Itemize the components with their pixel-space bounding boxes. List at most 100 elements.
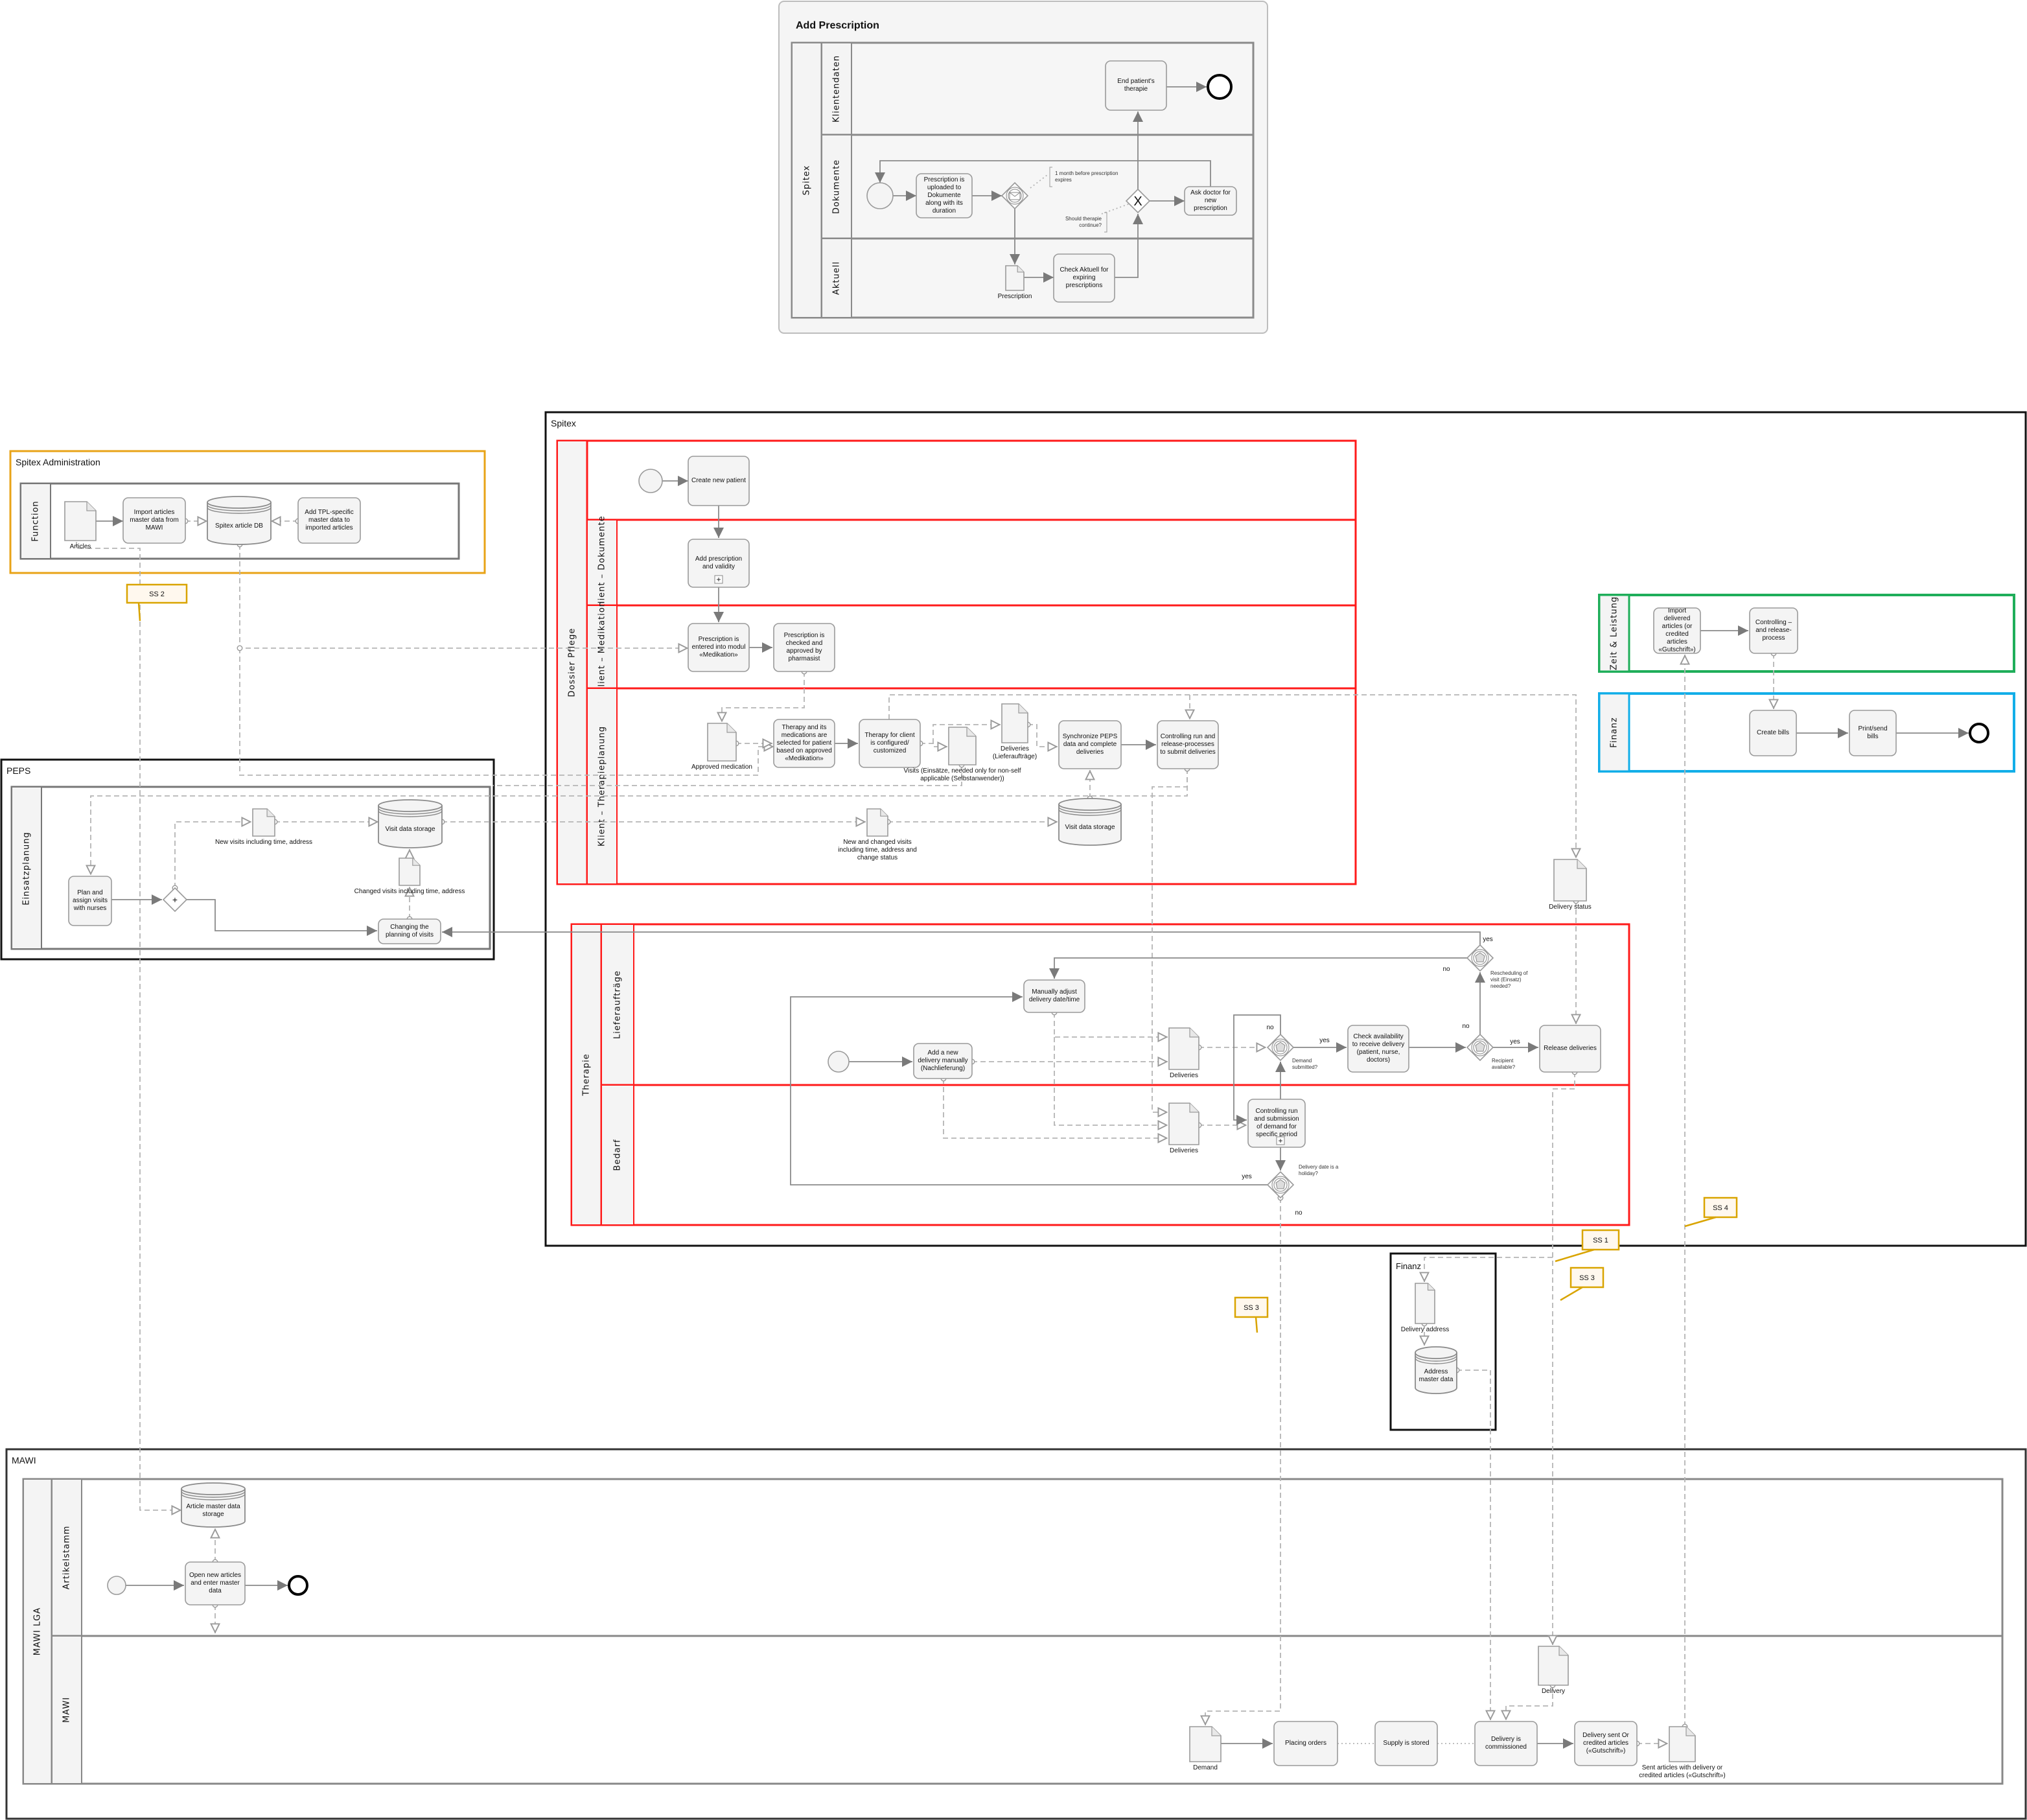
address-master-data-db[interactable]: Address master data <box>1415 1346 1457 1394</box>
deliveries-lower-document[interactable]: Deliveries <box>1158 1102 1210 1172</box>
open-articles-task[interactable]: Open new articles and enter master data <box>185 1561 246 1605</box>
dossier-start-event[interactable] <box>638 469 663 493</box>
zeit-controlling-task-text-area: Controlling – and release-process <box>1755 619 1792 642</box>
add-delivery-task[interactable]: Add a new delivery manually (Nachlieferu… <box>913 1043 973 1079</box>
database-rings <box>1415 1355 1457 1364</box>
open-articles-task-label: Open new articles and enter master data <box>189 1572 242 1594</box>
ask-doctor-task[interactable]: Ask doctor for new prescription <box>1184 186 1237 216</box>
manual-adjust-task[interactable]: Manually adjust delivery date/time <box>1023 979 1085 1013</box>
create-patient-task[interactable]: Create new patient <box>688 456 750 506</box>
address-master-data-db-text-area: Address master data <box>1419 1368 1454 1383</box>
prescription-entered-task[interactable]: Prescription is entered into modul «Medi… <box>688 623 750 672</box>
demand-document[interactable]: Demand <box>1179 1726 1231 1789</box>
recipient-available-gateway[interactable] <box>1466 1033 1494 1062</box>
finanz-end-event[interactable] <box>1969 723 1989 743</box>
envelope-flap <box>1009 192 1021 197</box>
therapie-lane-header-1 <box>601 1084 634 1226</box>
spitex-visit-data-storage[interactable]: Visit data storage <box>1058 798 1122 846</box>
demand-submitted-gateway[interactable] <box>1266 1033 1295 1062</box>
lane-label-zeit-leistung: Zeit & Leistung <box>1610 596 1619 670</box>
delivery-address-document[interactable]: Delivery address <box>1393 1283 1457 1351</box>
therapy-selected-task-label: Therapy and its medications are selected… <box>776 724 832 762</box>
article-master-data-storage[interactable]: Article master data storage <box>181 1482 246 1528</box>
sequence-flow <box>932 725 1001 743</box>
prescription-uploaded-task[interactable]: Prescription is uploaded to Dokumente al… <box>916 173 973 218</box>
therapy-configured-task[interactable]: Therapy for client is configured/ custom… <box>859 719 921 768</box>
import-delivered-task[interactable]: Import delivered articles (or credited a… <box>1653 607 1701 654</box>
pentagon-icon <box>1475 952 1485 962</box>
parallel-gateway[interactable]: + <box>162 887 188 913</box>
holiday-gateway[interactable] <box>1266 1171 1295 1199</box>
placing-orders-task[interactable]: Placing orders <box>1273 1721 1338 1766</box>
changed-visits-document[interactable]: Changed visits including time, address <box>351 858 468 913</box>
therapy-selected-task[interactable]: Therapy and its medications are selected… <box>773 719 835 768</box>
delivery-status-document[interactable]: Delivery status <box>1535 859 1606 928</box>
check-availability-task-label: Check availability to receive delivery (… <box>1352 1033 1405 1064</box>
delivery-document[interactable]: Delivery <box>1527 1646 1579 1712</box>
sequence-flow <box>1048 957 1467 979</box>
event-based-gateway[interactable] <box>1001 181 1029 210</box>
changing-planning-task-label: Changing the planning of visits <box>386 924 434 939</box>
sync-peps-task[interactable]: Synchronize PEPS data and complete deliv… <box>1058 720 1122 769</box>
therapie-continue-gateway[interactable]: X <box>1125 188 1151 214</box>
mawi-lga-pool <box>22 1478 2004 1785</box>
pentagon-icon <box>1275 1179 1286 1189</box>
delivery-commissioned-task[interactable]: Delivery is commissioned <box>1474 1721 1538 1766</box>
therapy-selected-task-shape <box>773 719 835 768</box>
prescription-entered-task-text-area: Prescription is entered into modul «Medi… <box>692 636 746 659</box>
add-prescription-subprocess[interactable]: Add prescription and validity <box>688 539 750 588</box>
event-ring-inner <box>1473 1040 1487 1055</box>
deliveries-upper-document[interactable]: Deliveries <box>1158 1027 1210 1097</box>
end-event[interactable] <box>1207 74 1233 100</box>
approved-medication-document-label: Approved medication <box>691 764 752 771</box>
import-articles-task-text-area: Import articles master data from MAWI <box>130 509 179 531</box>
page-fold-icon <box>1018 704 1028 714</box>
start-event[interactable] <box>866 182 894 209</box>
controlling-submission-subprocess[interactable]: Controlling run and submission of demand… <box>1247 1099 1306 1148</box>
lane-header-2 <box>821 238 852 318</box>
check-availability-task[interactable]: Check availability to receive delivery (… <box>1347 1025 1409 1073</box>
supply-stored-task[interactable]: Supply is stored <box>1374 1721 1438 1766</box>
print-send-bills-task[interactable]: Print/send bills <box>1849 710 1897 756</box>
mawi-start-event[interactable] <box>107 1576 126 1595</box>
no-label: no <box>1442 966 1450 973</box>
mawi-end-event[interactable] <box>288 1575 308 1596</box>
delivery-status-document-text-area: Delivery status <box>1549 904 1592 911</box>
prescription-checked-task[interactable]: Prescription is checked and approved by … <box>773 623 835 672</box>
document-icon <box>399 858 421 886</box>
delivery-sent-task[interactable]: Delivery sent Or credited articles («Gut… <box>1574 1721 1638 1766</box>
add-prescription-title: Add Prescription <box>796 20 879 31</box>
sent-articles-document[interactable]: Sent articles with delivery or credited … <box>1627 1726 1737 1789</box>
new-changed-visits-document[interactable]: New and changed visits including time, a… <box>829 808 926 863</box>
articles-document-text-area: Articles <box>70 543 91 550</box>
add-tpl-task[interactable]: Add TPL-specific master data to imported… <box>297 497 361 544</box>
therapie-start-event[interactable] <box>828 1051 850 1073</box>
articles-document[interactable]: Articles <box>54 501 106 568</box>
event-ring-outer <box>1271 1038 1290 1056</box>
visits-document[interactable]: Visits (Einsätze, needed only for non-se… <box>888 727 1037 792</box>
callout-ss2-label: SS 2 <box>149 590 165 598</box>
plan-visits-task[interactable]: Plan and assign visits with nurses <box>68 876 112 926</box>
check-aktuell-task[interactable]: Check Aktuell for expiring prescriptions <box>1053 253 1115 303</box>
approved-medication-document[interactable]: Approved medication <box>677 723 767 788</box>
peps-visit-data-storage[interactable]: Visit data storage <box>378 799 443 848</box>
page-fold-icon <box>86 502 96 511</box>
callout-pointer <box>1560 1286 1583 1301</box>
spitex-article-db[interactable]: Spitex article DB <box>207 496 272 545</box>
controlling-release-task[interactable]: Controlling run and release-processes to… <box>1157 720 1219 769</box>
release-deliveries-task[interactable]: Release deliveries <box>1539 1025 1601 1073</box>
new-visits-document[interactable]: New visits including time, address <box>205 808 322 863</box>
add-delivery-task-shape <box>913 1043 973 1079</box>
prescription-document[interactable]: Prescription <box>982 265 1047 318</box>
create-bills-task[interactable]: Create bills <box>1749 710 1797 756</box>
sequence-flow <box>790 991 1268 1185</box>
page-fold-icon <box>1017 266 1024 273</box>
rescheduling-gateway[interactable] <box>1466 944 1494 972</box>
delivery-sent-task-label: Delivery sent Or credited articles («Gut… <box>1582 1732 1629 1755</box>
zeit-controlling-task[interactable]: Controlling – and release-process <box>1749 607 1798 654</box>
end-therapie-task[interactable]: End patient's therapie <box>1105 60 1167 111</box>
deliveries-document[interactable]: Deliveries (Lieferaufträge) <box>982 703 1047 770</box>
import-articles-task[interactable]: Import articles master data from MAWI <box>122 497 186 544</box>
note-continue-label: Should therapie continue? <box>1065 216 1102 228</box>
changing-planning-task[interactable]: Changing the planning of visits <box>378 918 441 944</box>
